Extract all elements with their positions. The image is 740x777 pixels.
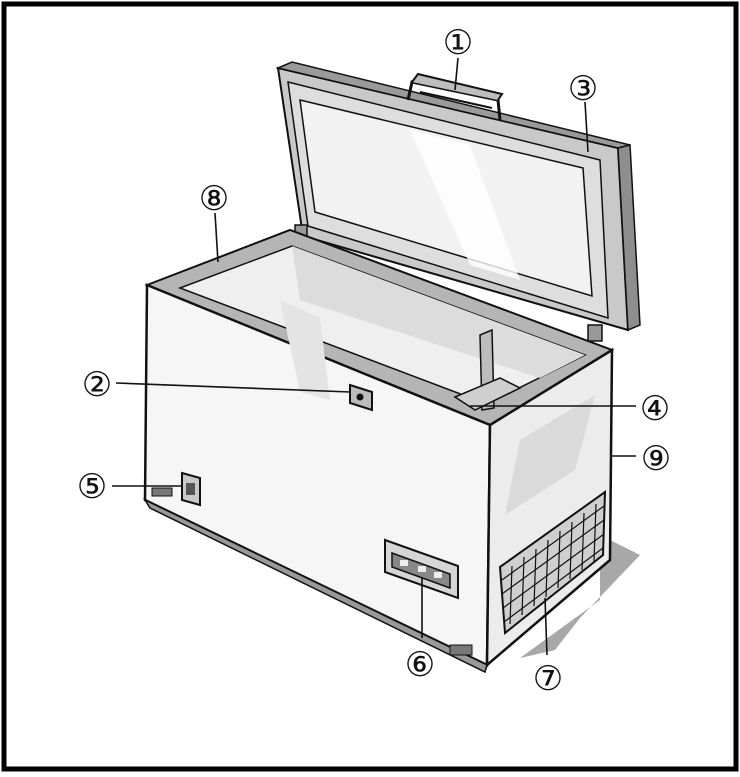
control-panel	[384, 538, 459, 600]
callout-1: ①	[443, 23, 473, 63]
callout-4: ④	[640, 389, 670, 429]
leader-7	[544, 597, 548, 656]
cabinet-front-reflection	[280, 300, 330, 400]
leader-lines	[112, 57, 636, 656]
callout-2: ②	[82, 365, 112, 405]
callout-7: ⑦	[533, 659, 563, 699]
leader-2	[115, 382, 351, 393]
leader-3	[584, 101, 589, 153]
power-switch	[181, 471, 201, 507]
vent-grille	[498, 490, 607, 635]
callouts: ① ② ③ ④ ⑤ ⑥ ⑦ ⑧ ⑨	[77, 23, 671, 699]
foot-front-left	[151, 487, 173, 497]
hinge-right	[587, 324, 603, 342]
lid-side-edge	[617, 144, 641, 332]
callout-8: ⑧	[199, 179, 229, 219]
lid-handle	[406, 72, 504, 121]
foot-front-right	[449, 644, 473, 656]
cabinet-side-reflection	[505, 395, 595, 515]
callout-3: ③	[568, 69, 598, 109]
lid	[275, 61, 641, 332]
front-lock	[349, 383, 373, 412]
callout-6: ⑥	[405, 645, 435, 685]
leader-1	[454, 57, 459, 91]
callout-9: ⑨	[641, 439, 671, 479]
cabinet-interior-shade	[292, 246, 585, 378]
floor-shadow	[520, 535, 640, 658]
callout-5: ⑤	[77, 467, 107, 507]
lid-glass-reflection	[410, 130, 520, 280]
base-strip	[142, 498, 488, 674]
leader-8	[214, 212, 219, 263]
interior-basket-rail	[453, 377, 522, 411]
